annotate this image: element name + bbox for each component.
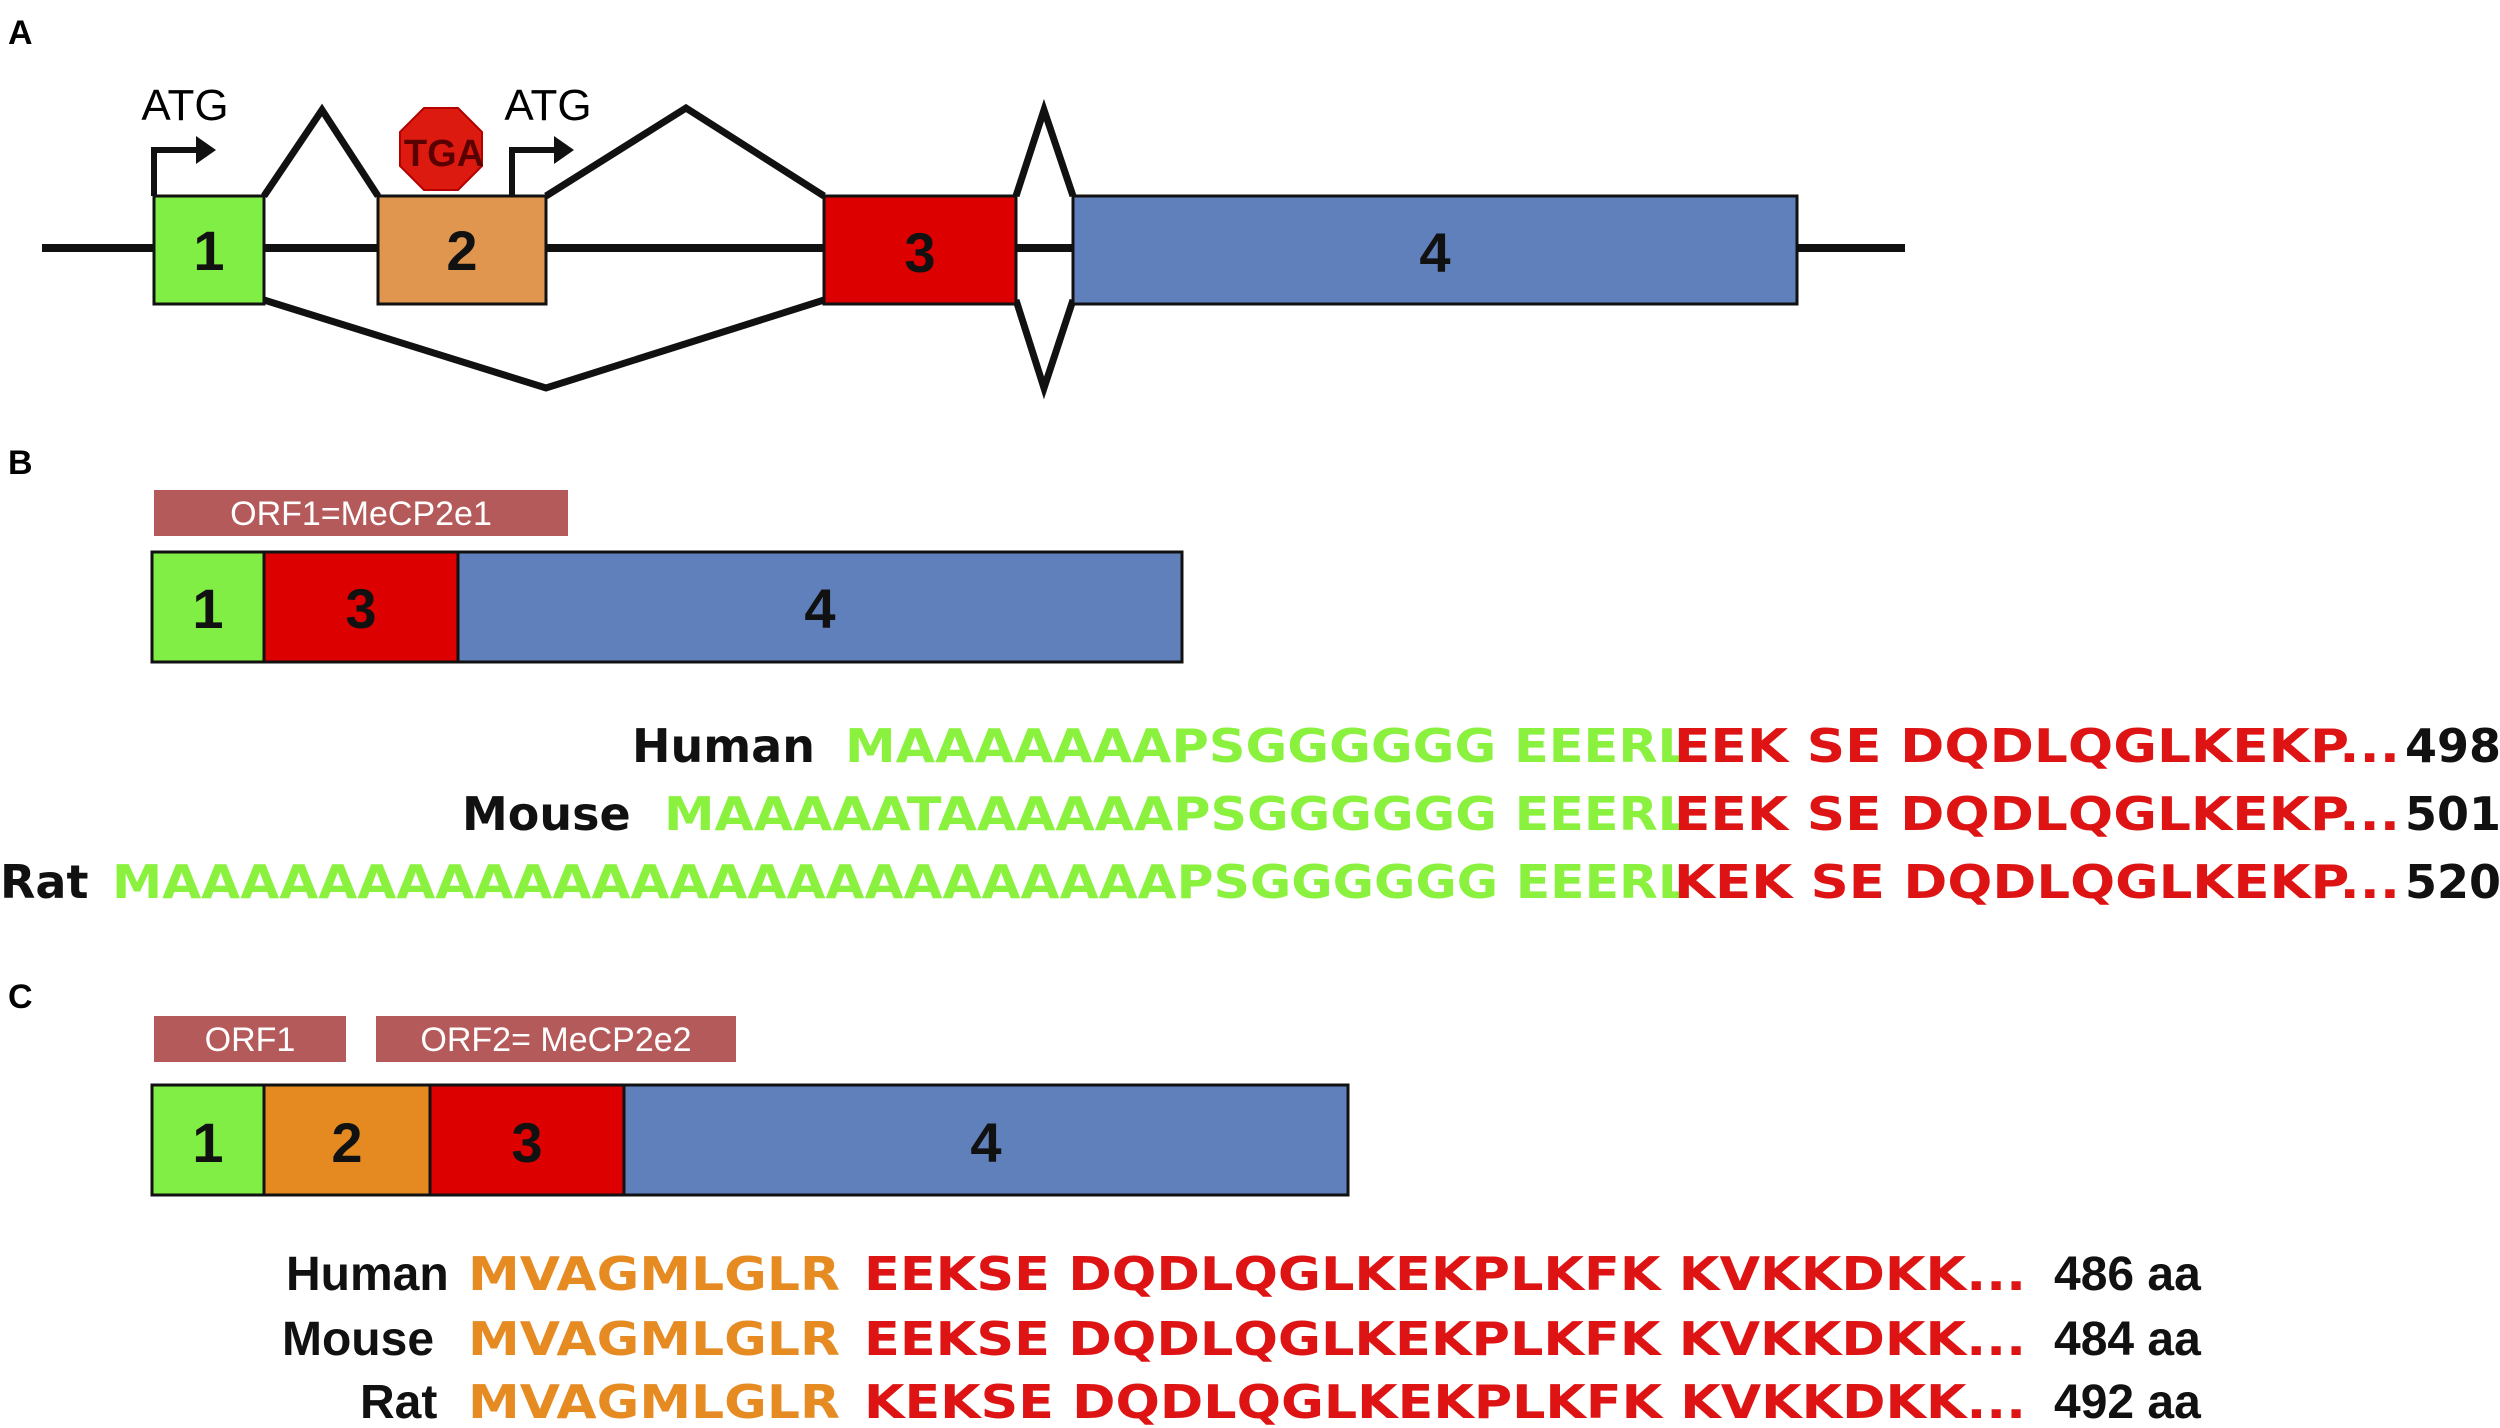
length-human-c: 486 aa — [2054, 1248, 2201, 1301]
exon-1-label: 1 — [193, 219, 224, 282]
length-rat-c: 492 aa — [2054, 1376, 2201, 1428]
orf1-label-c: ORF1 — [205, 1021, 296, 1059]
splice-1-3 — [262, 296, 826, 392]
exon-4 — [1071, 194, 1799, 306]
exon-3-label: 3 — [904, 221, 935, 284]
orf2-label-c: ORF2= MeCP2e2 — [420, 1021, 691, 1059]
alignment-b: Human MAAAAAAAPSGGGGGG EEERL EEK SE DQDL… — [0, 719, 2500, 909]
seq-rat-c-exon3: KEKSE DQDLQGLKEKPLKFK KVKKDKK... — [864, 1375, 2026, 1428]
atg-label-2: ATG — [504, 81, 591, 130]
species-mouse-c: Mouse — [282, 1313, 434, 1366]
stop-octagon-icon — [399, 107, 483, 191]
splice-3-4-bottom — [1012, 298, 1077, 400]
c-exon-4 — [622, 1083, 1350, 1197]
exon-3 — [822, 194, 1018, 306]
panel-label-a: A — [8, 14, 33, 52]
c-exon-3 — [428, 1083, 626, 1197]
seq-mouse-c-exon2: MVAGMLGLR — [468, 1312, 840, 1366]
species-human-c: Human — [286, 1248, 449, 1301]
species-rat-b: Rat — [0, 855, 88, 909]
c-exon-1-label: 1 — [192, 1111, 223, 1174]
start-arrow-2 — [509, 147, 558, 196]
splice-3-4-top — [1012, 98, 1077, 198]
alignment-c: Human MVAGMLGLR EEKSE DQDLQGLKEKPLKFK KV… — [282, 1247, 2201, 1428]
exon-1 — [152, 194, 266, 306]
seq-rat-b-exon1: MAAAAAAAAAAAAAAAAAAAAAAAAAAPSGGGGGG EEER… — [112, 855, 1690, 909]
c-exon-2-label: 2 — [331, 1111, 362, 1174]
seq-mouse-b-exon1: MAAAAATAAAAAAPSGGGGGG EEERL — [664, 787, 1690, 841]
b-exon-1-label: 1 — [192, 577, 223, 640]
arrow-head-2 — [554, 136, 574, 164]
exon-2 — [376, 194, 548, 306]
atg-label-1: ATG — [141, 81, 228, 130]
seq-mouse-b-exon3: EEK SE DQDLQGLKEKP... — [1674, 787, 2400, 841]
orf1-label: ORF1=MeCP2e1 — [230, 495, 492, 533]
seq-human-b-exon1: MAAAAAAAPSGGGGGG EEERL — [845, 719, 1690, 773]
b-exon-4 — [456, 550, 1184, 664]
splice-1-2 — [261, 103, 381, 198]
seq-mouse-c-exon3: EEKSE DQDLQGLKEKPLKFK KVKKDKK... — [864, 1312, 2026, 1366]
length-mouse-b: 501 — [2405, 787, 2500, 841]
c-exon-4-label: 4 — [970, 1111, 1001, 1174]
tga-label: TGA — [404, 133, 484, 175]
exon-4-label: 4 — [1419, 221, 1450, 284]
c-exon-1 — [150, 1083, 266, 1197]
exon-2-label: 2 — [446, 219, 477, 282]
panel-label-b: B — [8, 444, 33, 482]
c-exon-2 — [262, 1083, 432, 1197]
splice-2-3 — [544, 103, 826, 199]
start-arrow-1 — [151, 147, 200, 196]
c-exon-3-label: 3 — [511, 1111, 542, 1174]
orf2-bar-c — [376, 1016, 736, 1062]
species-rat-c: Rat — [360, 1376, 437, 1428]
length-rat-b: 520 — [2405, 855, 2500, 909]
seq-rat-c-exon2: MVAGMLGLR — [468, 1375, 840, 1428]
b-exon-1 — [150, 550, 266, 664]
b-exon-3-label: 3 — [345, 577, 376, 640]
seq-human-c-exon3: EEKSE DQDLQGLKEKPLKFK KVKKDKK... — [864, 1247, 2026, 1301]
b-exon-4-label: 4 — [804, 577, 835, 640]
seq-rat-b-exon3: KEK SE DQDLQGLKEKP... — [1674, 855, 2400, 909]
panel-label-c: C — [8, 978, 33, 1016]
length-human-b: 498 — [2405, 719, 2500, 773]
b-exon-3 — [262, 550, 460, 664]
species-human-b: Human — [632, 719, 815, 773]
length-mouse-c: 484 aa — [2054, 1313, 2201, 1366]
orf1-bar — [154, 490, 568, 536]
species-mouse-b: Mouse — [462, 787, 631, 841]
orf1-bar-c — [154, 1016, 346, 1062]
arrow-head-1 — [196, 136, 216, 164]
seq-human-b-exon3: EEK SE DQDLQGLKEKP... — [1674, 719, 2400, 773]
seq-human-c-exon2: MVAGMLGLR — [468, 1247, 840, 1301]
